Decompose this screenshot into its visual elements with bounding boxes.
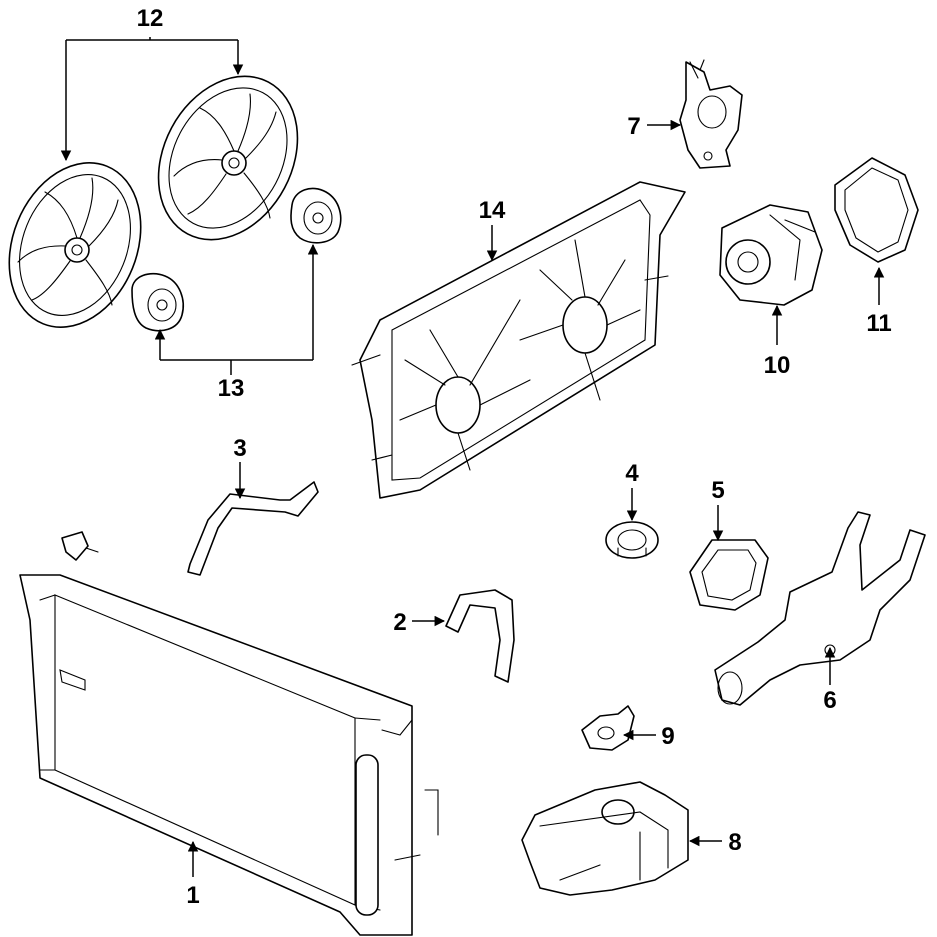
lower-radiator-hose [445, 589, 515, 683]
callout-9: 9 [661, 723, 674, 750]
callout-1: 1 [186, 882, 199, 909]
thermostat-gasket [689, 539, 769, 611]
callout-2: 2 [393, 609, 406, 636]
leader-13 [160, 243, 319, 375]
fan-motor-right [290, 187, 342, 244]
leader-12 [66, 37, 244, 160]
fan-shroud [351, 181, 686, 499]
callout-5: 5 [711, 477, 724, 504]
callout-14: 14 [479, 197, 506, 224]
callout-4: 4 [625, 460, 639, 487]
radiator [19, 531, 439, 936]
upper-radiator-hose [187, 481, 319, 576]
small-bracket [581, 705, 635, 751]
callout-7: 7 [627, 113, 640, 140]
water-pump [719, 204, 823, 306]
thermostat [605, 521, 659, 559]
fan-blade-right [157, 75, 299, 241]
callout-10: 10 [764, 352, 791, 379]
callout-13: 13 [218, 375, 245, 402]
callout-12: 12 [137, 5, 164, 32]
fan-blade-left [8, 162, 142, 328]
fan-motor-left [131, 272, 184, 332]
callout-6: 6 [823, 687, 836, 714]
coolant-reservoir [521, 781, 689, 896]
thermostat-housing [679, 59, 743, 169]
callout-8: 8 [728, 829, 741, 856]
callout-11: 11 [866, 310, 891, 337]
callout-3: 3 [233, 435, 246, 462]
water-pump-gasket [834, 157, 919, 263]
